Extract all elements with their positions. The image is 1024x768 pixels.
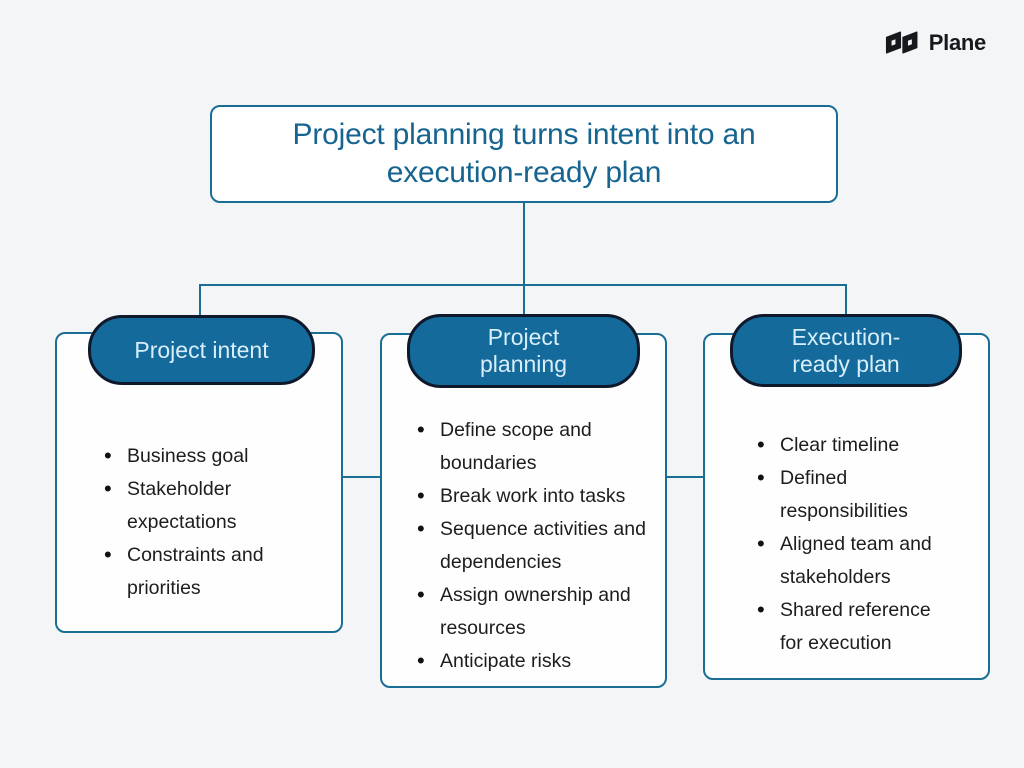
- pill-execution-ready-plan: Execution-ready plan: [730, 314, 962, 387]
- list-item: Constraints and priorities: [104, 538, 296, 605]
- list-item: Define scope and boundaries: [417, 413, 647, 480]
- brand-name: Plane: [928, 29, 987, 55]
- list-item: Stakeholder expectations: [104, 472, 296, 539]
- list-item: Clear timeline: [757, 428, 939, 462]
- pill-label: Project intent: [134, 336, 269, 363]
- pill-label: Execution-ready plan: [791, 323, 901, 377]
- list-item: Assign ownership and resources: [417, 578, 647, 645]
- list-item: Sequence activities and dependencies: [417, 512, 647, 579]
- plane-logo-icon: [884, 29, 922, 56]
- project-intent-list: Business goal Stakeholder expectations C…: [104, 439, 296, 605]
- title-box: Project planning turns intent into an ex…: [210, 105, 838, 203]
- list-item: Anticipate risks: [417, 644, 647, 678]
- pill-project-intent: Project intent: [88, 315, 315, 385]
- list-item: Aligned team and stakeholders: [757, 527, 939, 594]
- list-item: Defined responsibilities: [757, 461, 939, 528]
- project-planning-list: Define scope and boundaries Break work i…: [417, 413, 647, 678]
- pill-label: Project planning: [480, 324, 567, 377]
- brand-logo: Plane: [884, 29, 986, 56]
- list-item: Business goal: [104, 439, 296, 473]
- diagram-title: Project planning turns intent into an ex…: [292, 118, 756, 189]
- execution-ready-plan-list: Clear timeline Defined responsibilities …: [757, 428, 939, 660]
- card-execution-ready-plan: Clear timeline Defined responsibilities …: [703, 333, 990, 680]
- list-item: Shared reference for execution: [757, 593, 939, 660]
- card-project-intent: Business goal Stakeholder expectations C…: [55, 332, 343, 633]
- list-item: Break work into tasks: [417, 479, 647, 513]
- pill-project-planning: Project planning: [407, 314, 640, 388]
